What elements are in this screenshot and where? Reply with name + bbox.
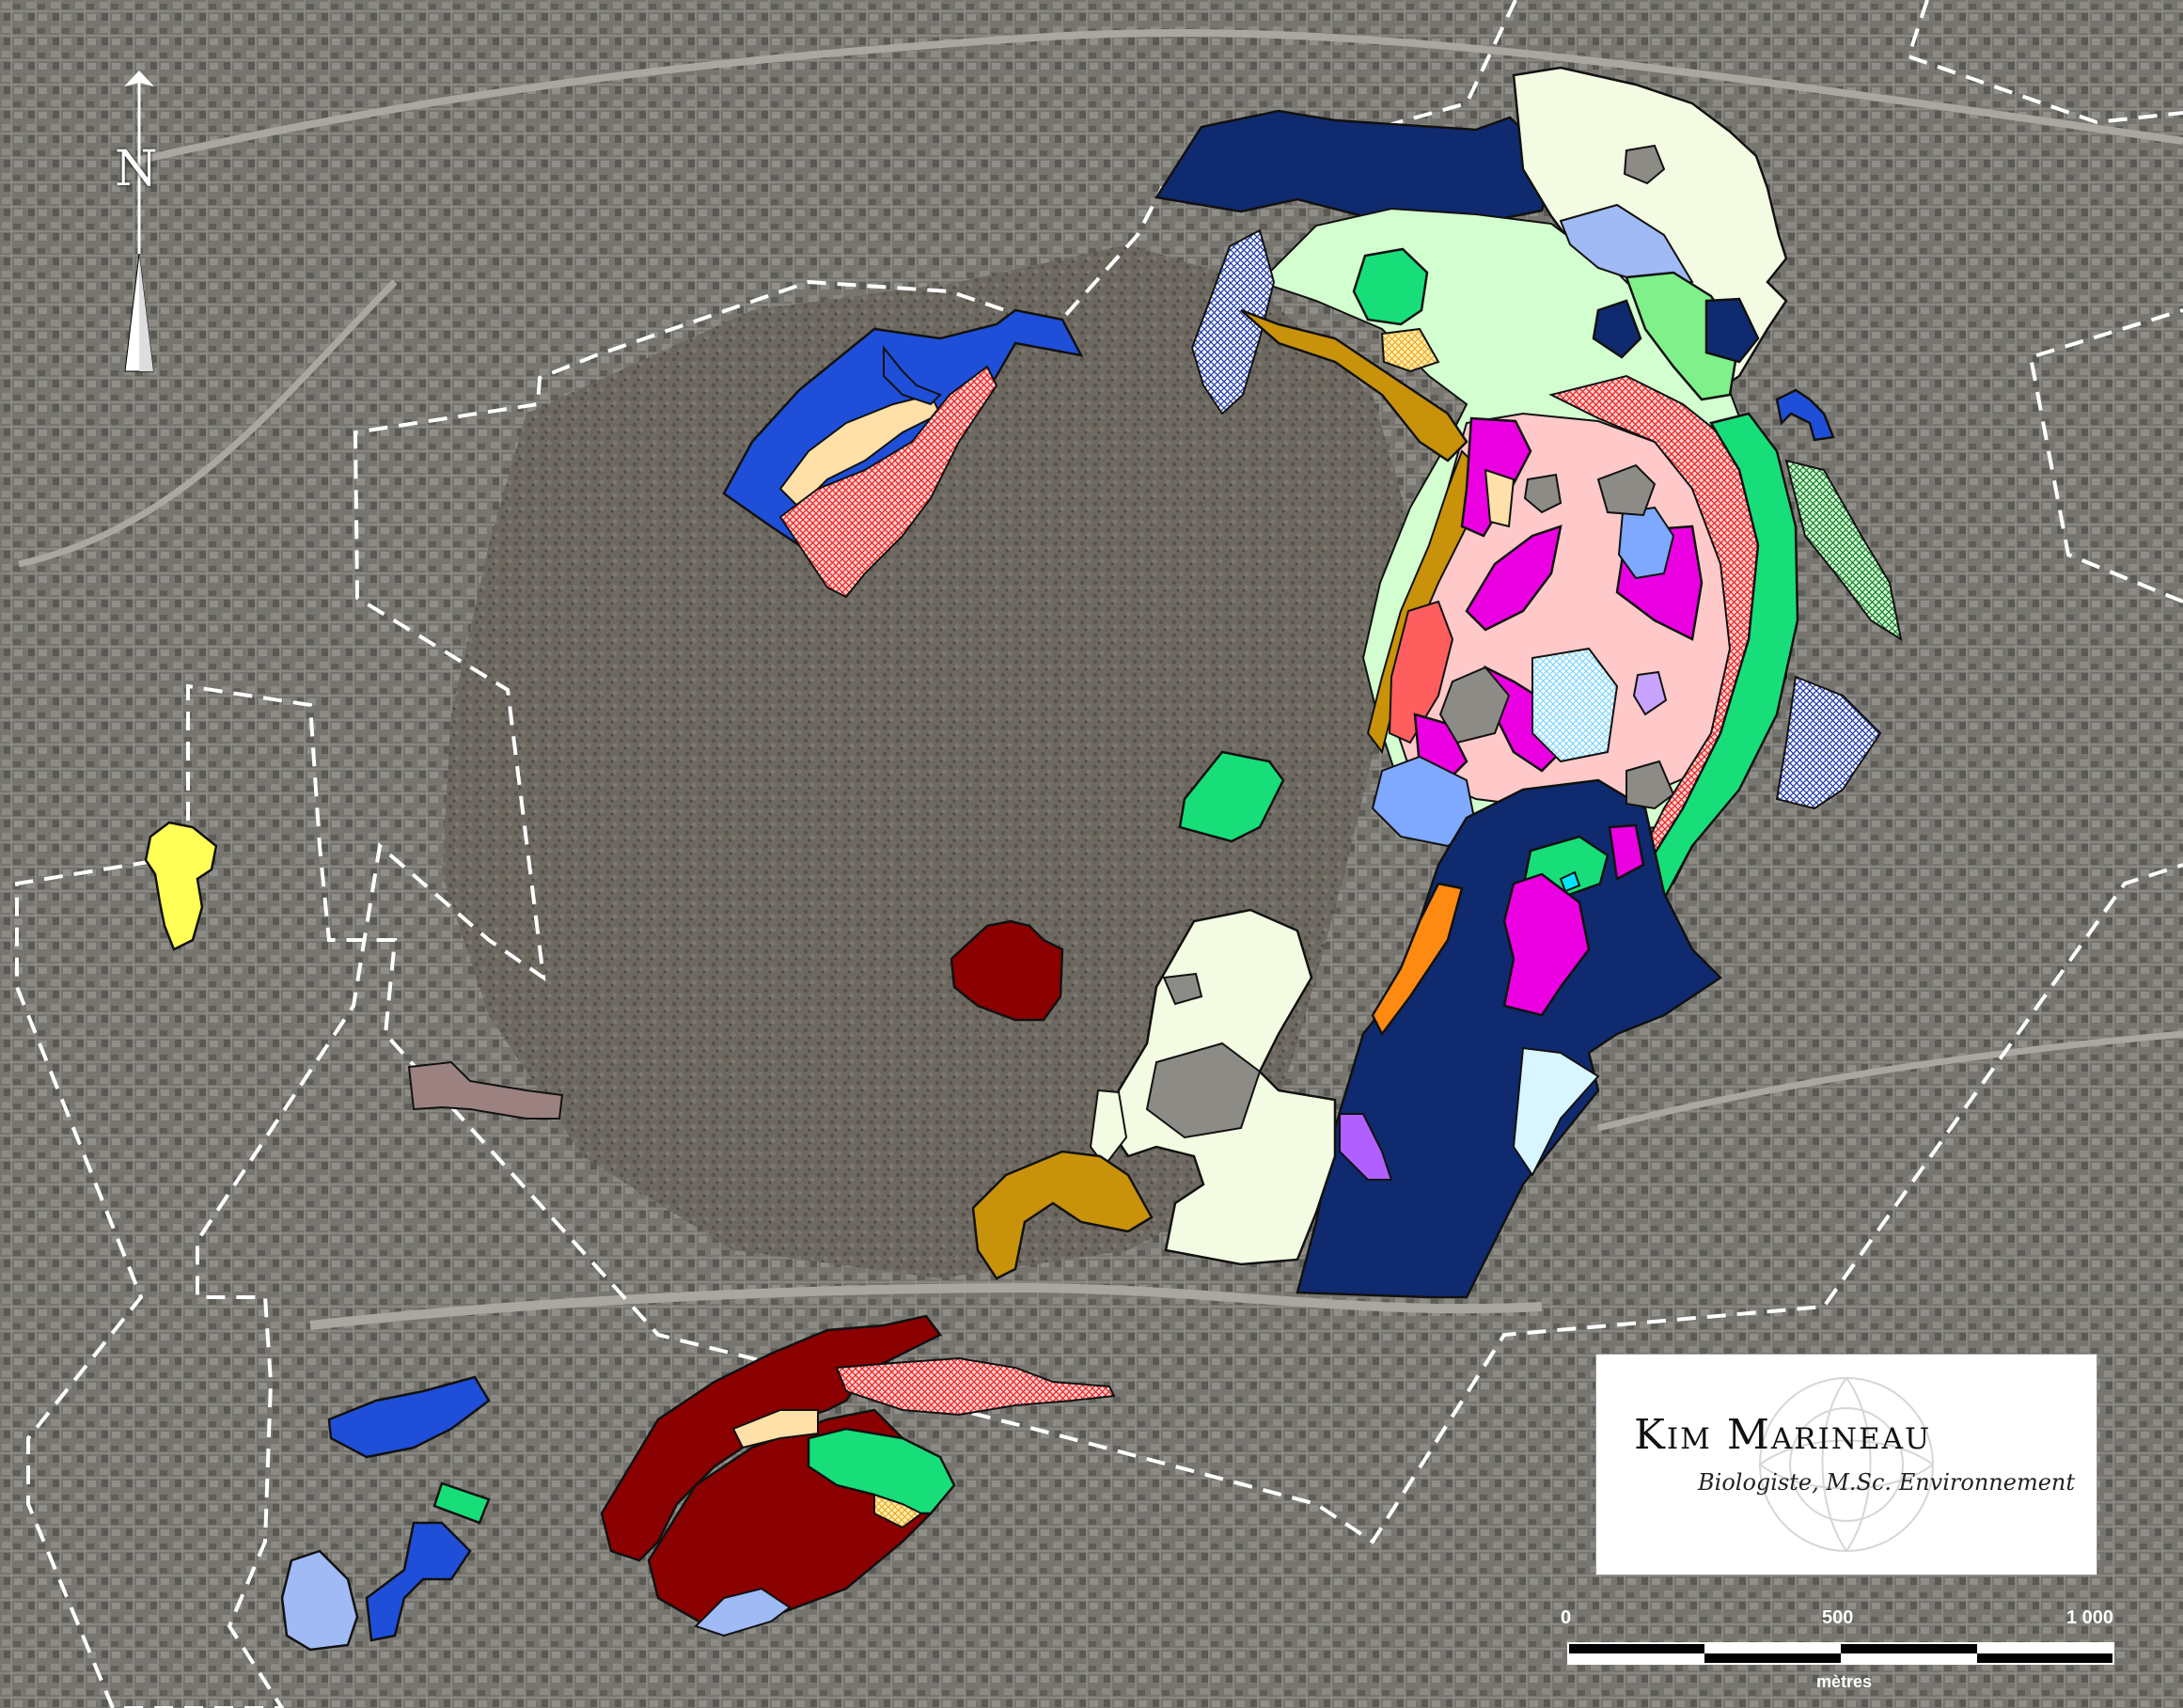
- north-arrow-icon: [124, 71, 154, 372]
- zone-royal-blue-river: [883, 345, 942, 406]
- road-east: [1597, 1030, 2183, 1132]
- zone-green-sw-strip: [432, 1481, 491, 1525]
- zone-light-blue-1: [1617, 506, 1675, 580]
- zone-navy-small-1: [1592, 299, 1642, 359]
- opening-gray-south-2: [1145, 1042, 1262, 1139]
- zone-blue-hatched-north: [1190, 228, 1276, 415]
- zone-peach-hatched-north: [1380, 327, 1440, 373]
- zone-blue-hook: [1775, 388, 1835, 442]
- zone-peach-small: [1484, 468, 1516, 528]
- road-west: [18, 279, 398, 568]
- scale-unit: mètres: [1816, 1672, 1873, 1691]
- zone-cream-west-strip: [1089, 1089, 1128, 1167]
- author-name: Kim Marineau: [1634, 1411, 1932, 1459]
- zone-peach-hatched-southwest: [873, 1493, 923, 1529]
- zone-light-blue-sw: [280, 1549, 359, 1652]
- zone-green-small-north: [1352, 247, 1429, 326]
- zone-orange: [1371, 882, 1464, 1037]
- scale-bar: [1567, 1642, 2114, 1665]
- opening-gray-4: [1623, 144, 1666, 185]
- zone-cyan-small: [1559, 870, 1581, 893]
- opening-gray-1: [1596, 463, 1657, 517]
- zone-pink-hatched-northwest: [778, 365, 998, 599]
- study-area-boundary: [15, 0, 2183, 1708]
- zone-pink-hatched-southwest: [835, 1356, 1116, 1417]
- main-road: [309, 1282, 1543, 1330]
- scale-tick-500: 500: [1822, 1607, 1854, 1628]
- opening-gray-3: [1523, 473, 1563, 514]
- zone-lavender: [1632, 670, 1668, 716]
- zone-peach-southwest: [731, 1409, 819, 1449]
- zone-blue-hatched-east: [1775, 675, 1882, 810]
- zone-green-arc: [1634, 412, 1799, 919]
- zone-magenta-2: [1465, 525, 1563, 632]
- watermark-logo: [1758, 1376, 1935, 1553]
- scale-tick-0: 0: [1561, 1607, 1572, 1628]
- north-letter: N: [115, 141, 158, 197]
- zone-green-center: [1178, 750, 1285, 843]
- zone-ochre-road-strip: [1240, 308, 1468, 462]
- opening-gray-south-1: [1162, 972, 1203, 1006]
- zone-mauve-brown: [407, 1060, 564, 1120]
- opening-gray-2: [1438, 666, 1511, 744]
- zone-green-hatched-strip: [1784, 459, 1903, 642]
- zone-green-southwest: [807, 1427, 956, 1515]
- author-title: Biologiste, M.Sc. Environnement: [1698, 1469, 2076, 1496]
- road-north: [140, 28, 2183, 164]
- zone-pale-blue: [1512, 1046, 1600, 1177]
- author-label-box: Kim Marineau Biologiste, M.Sc. Environne…: [1595, 1354, 2097, 1575]
- zone-yellow-west: [144, 821, 218, 951]
- zone-royal-blue-sw-2: [365, 1521, 472, 1642]
- zone-violet: [1339, 1113, 1393, 1181]
- zone-ochre-south: [971, 1150, 1154, 1280]
- zone-magenta-south-2: [1608, 823, 1645, 881]
- zone-maroon-center: [950, 919, 1064, 1022]
- scale-tick-1000: 1 000: [2066, 1607, 2114, 1628]
- opening-gray-south-3: [1625, 760, 1675, 810]
- zone-magenta-south-1: [1502, 872, 1591, 1017]
- zone-light-blue-southwest: [694, 1587, 792, 1637]
- zone-navy-north: [1154, 109, 1553, 222]
- zone-navy-small-2: [1704, 297, 1760, 364]
- zone-cyan-hatched: [1531, 647, 1619, 763]
- zone-royal-blue-sw-1: [327, 1375, 491, 1459]
